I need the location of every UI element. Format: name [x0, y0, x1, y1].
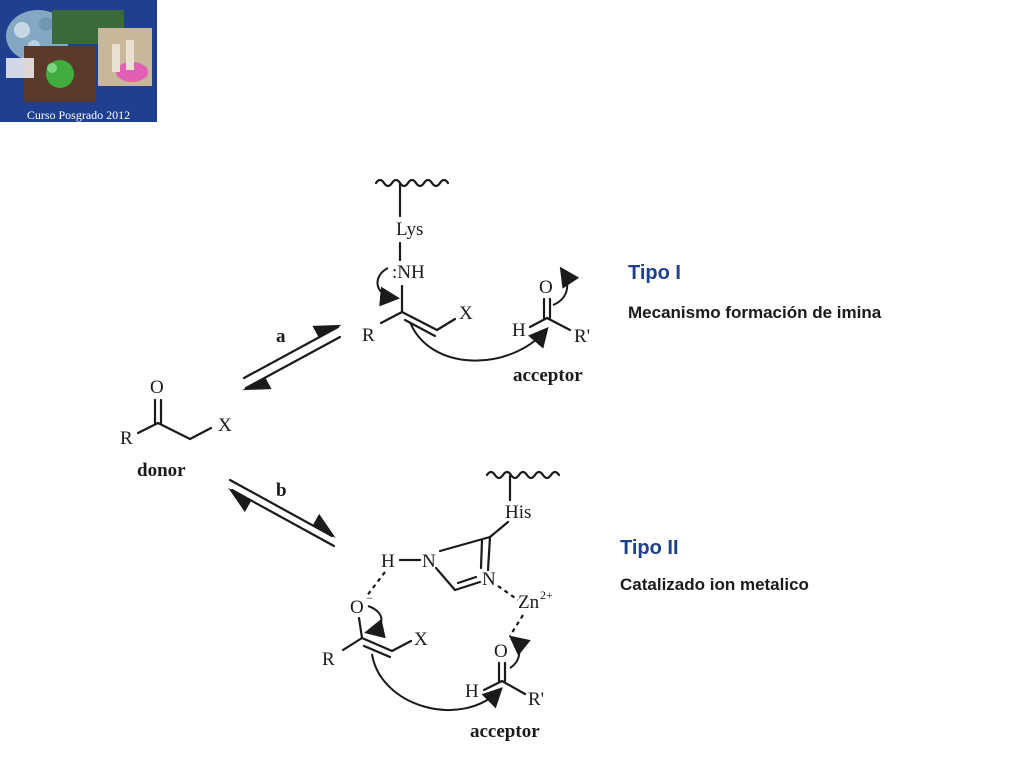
equilibrium-arrow-b: b — [228, 478, 336, 548]
enamine-x-group: X — [459, 303, 473, 324]
imidazole-inner-bond — [456, 575, 478, 585]
zn-o-coordination-dashed — [509, 614, 524, 637]
imidazole-bond-3 — [453, 580, 482, 592]
imidazole-bond-2 — [486, 535, 492, 572]
acceptor-a-oxygen-arrow — [552, 266, 580, 306]
donor-oxygen-atom: O — [150, 377, 164, 398]
acceptor-aldehyde-b: O H R' acceptor — [371, 635, 544, 742]
tipo-ii-title: Tipo II — [620, 537, 679, 559]
enolate-oxygen: O — [350, 597, 364, 618]
acceptor-b-r-bond — [500, 679, 527, 696]
equilibrium-arrow-a: a — [242, 324, 342, 391]
enamine-intermediate: Lys :NH R X — [362, 178, 473, 346]
enolate-curved-arrow — [364, 605, 386, 639]
zinc-charge: 2+ — [540, 588, 553, 602]
enolate-x-bond — [390, 639, 413, 653]
zinc-ion: Zn — [518, 592, 540, 613]
acceptor-a-r-prime: R' — [574, 326, 590, 347]
acceptor-aldehyde-a: O H R' acceptor — [409, 266, 590, 386]
enolate-r-bond — [341, 636, 364, 652]
enolate-x-group: X — [414, 629, 428, 650]
acceptor-a-h: H — [512, 320, 526, 341]
his-ring-side-bond — [488, 520, 510, 539]
donor-x-group: X — [218, 415, 232, 436]
logo-collage-image — [0, 0, 157, 122]
enolate-intermediate: O − R X — [322, 591, 428, 670]
course-logo: Curso Posgrado 2012 — [0, 0, 157, 122]
enolate-r-group: R — [322, 649, 335, 670]
acceptor-b-label: acceptor — [470, 721, 540, 742]
enolate-double-bond-1 — [360, 636, 394, 653]
donor-molecule: O R X donor — [120, 377, 232, 481]
logo-caption: Curso Posgrado 2012 — [26, 108, 131, 122]
donor-x-bond — [188, 426, 213, 441]
acceptor-a-label: acceptor — [513, 365, 583, 386]
attack-curved-arrow-a — [409, 321, 549, 362]
enolate-o-c-bond — [357, 616, 364, 640]
acceptor-a-h-bond — [528, 316, 549, 329]
imidazole-n1: N — [422, 551, 436, 572]
imidazole-bond-4 — [434, 566, 457, 592]
path-a-label: a — [276, 326, 286, 347]
attack-curved-arrow-b — [371, 653, 503, 712]
lys-residue: Lys — [396, 219, 423, 240]
hydrogen-bond-dashed — [365, 571, 386, 598]
tipo-i-title: Tipo I — [628, 262, 681, 284]
n-zn-coordination-dashed — [497, 585, 519, 601]
tipo-ii-subtitle: Catalizado ion metalico — [620, 575, 809, 594]
acceptor-b-oxygen-arrow — [508, 635, 531, 669]
acceptor-a-r-bond — [545, 316, 572, 332]
imidazole-n2: N — [482, 569, 496, 590]
imidazole-double-bond — [479, 538, 484, 570]
enamine-r-group: R — [362, 325, 375, 346]
donor-r-bond — [136, 421, 160, 435]
amine-nh: :NH — [392, 262, 425, 283]
donor-label: donor — [137, 460, 186, 481]
lone-pair-curved-arrow — [376, 267, 400, 307]
path-b-label: b — [276, 480, 287, 501]
acceptor-a-oxygen: O — [539, 277, 553, 298]
tipo-i-subtitle: Mecanismo formación de imina — [628, 303, 882, 322]
enolate-double-bond-2 — [362, 644, 392, 659]
acceptor-b-h-bond — [482, 679, 504, 692]
his-residue: His — [505, 502, 531, 523]
acceptor-b-h: H — [465, 681, 479, 702]
enzyme-backbone-wavy-1 — [374, 178, 450, 188]
enamine-x-bond — [435, 317, 457, 332]
his-h: H — [381, 551, 395, 572]
enamine-double-bond-1 — [400, 310, 439, 332]
enamine-r-bond — [379, 310, 404, 325]
acceptor-b-oxygen: O — [494, 641, 508, 662]
acceptor-b-r-prime: R' — [528, 689, 544, 710]
donor-ch2-bond — [156, 421, 192, 441]
enolate-charge: − — [366, 591, 373, 605]
donor-r-group: R — [120, 428, 133, 449]
his-zn-complex: His N N H Zn 2+ — [365, 470, 561, 637]
enzyme-backbone-wavy-2 — [485, 470, 561, 480]
